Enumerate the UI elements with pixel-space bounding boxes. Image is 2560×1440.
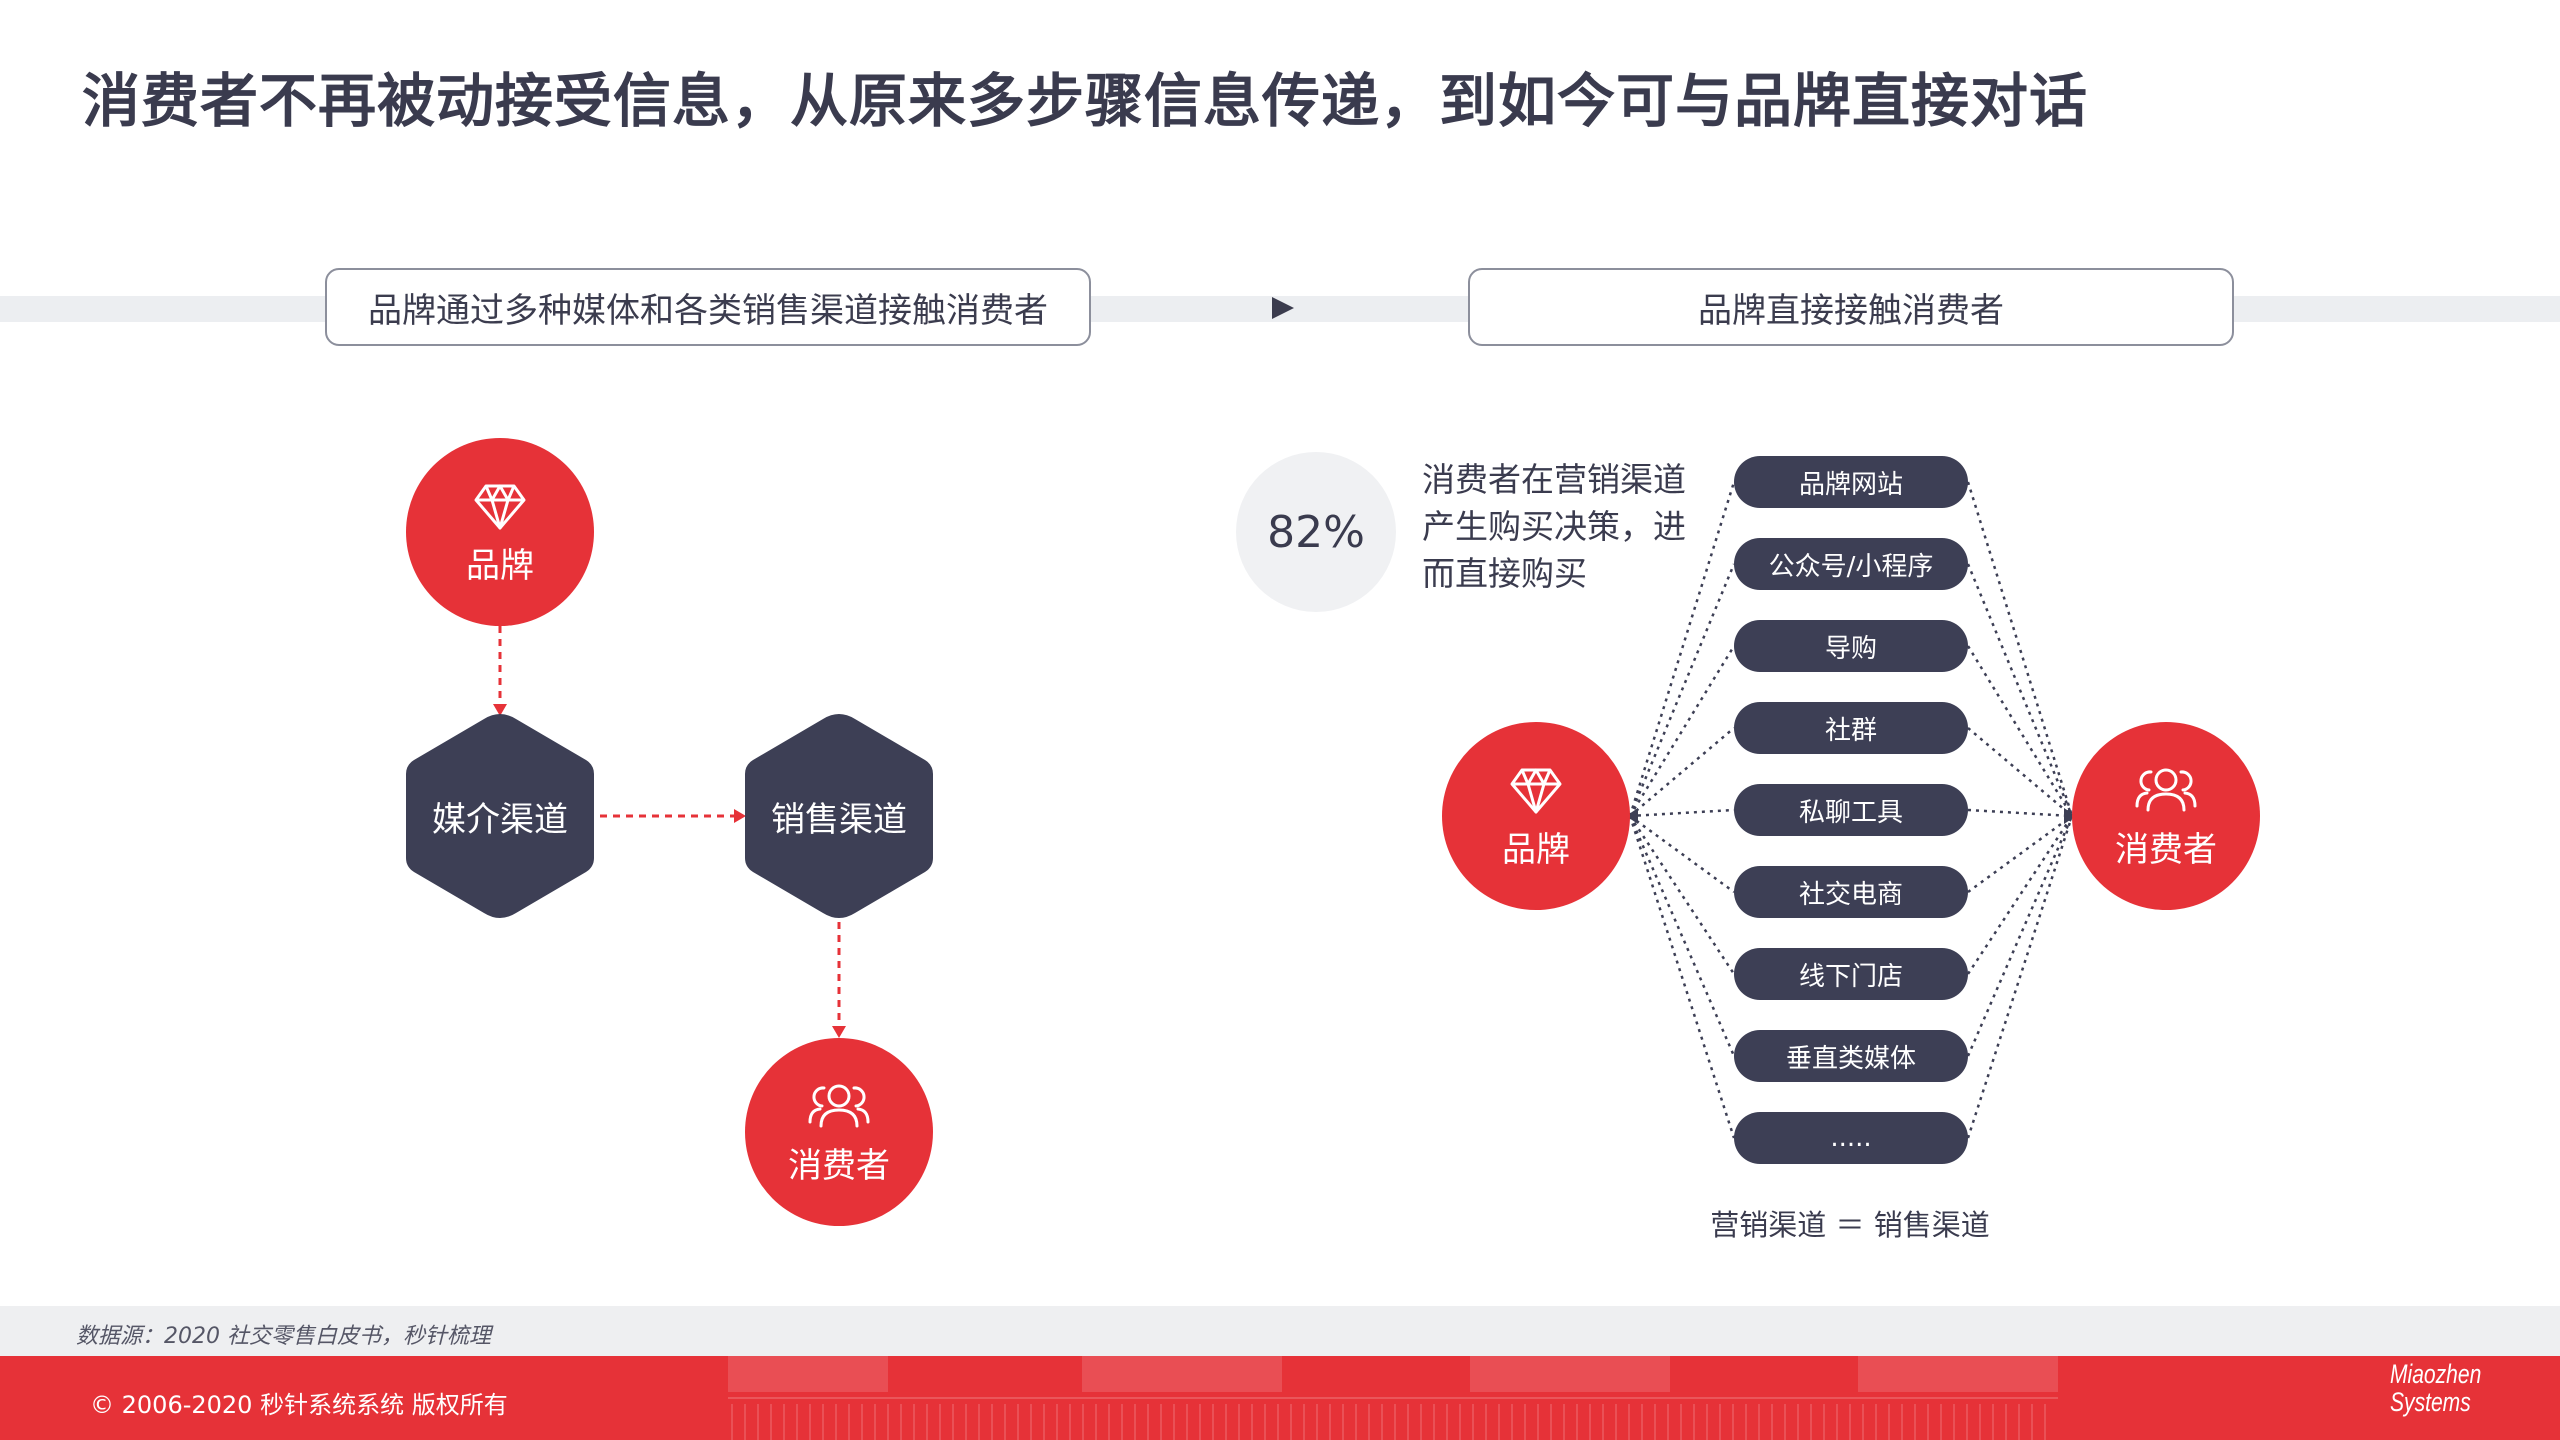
left-consumer-label: 消费者 bbox=[788, 1145, 890, 1186]
right-header-text: 品牌直接接触消费者 bbox=[1698, 290, 2004, 331]
left-header-text: 品牌通过多种媒体和各类销售渠道接触消费者 bbox=[368, 290, 1048, 331]
channel-pill: ..... bbox=[1734, 1112, 1968, 1164]
channel-pill: 导购 bbox=[1734, 620, 1968, 672]
channel-pill: 私聊工具 bbox=[1734, 784, 1968, 836]
hexagon-shape bbox=[406, 714, 594, 918]
footer-bar: © 2006-2020 秒针系统系统 版权所有 Miaozhen Systems bbox=[0, 1356, 2560, 1440]
arrow-right-icon bbox=[1272, 297, 1294, 319]
channel-label: 私聊工具 bbox=[1798, 797, 1903, 828]
right-consumer-label: 消费者 bbox=[2115, 829, 2217, 870]
footer-decoration bbox=[728, 1356, 2058, 1440]
logo-line-2: Systems bbox=[2390, 1387, 2471, 1417]
stat-value: 82% bbox=[1267, 506, 1365, 558]
right-brand-label: 品牌 bbox=[1502, 829, 1570, 870]
source-band bbox=[0, 1306, 2560, 1356]
left-consumer-circle: 消费者 bbox=[745, 1038, 933, 1226]
channel-pill: 垂直类媒体 bbox=[1734, 1030, 1968, 1082]
diamond-icon bbox=[1510, 768, 1562, 813]
diamond-icon bbox=[474, 484, 526, 529]
company-logo: Miaozhen Systems bbox=[2390, 1360, 2481, 1416]
channel-pill: 品牌网站 bbox=[1734, 456, 1968, 508]
copyright: © 2006-2020 秒针系统系统 版权所有 bbox=[90, 1391, 508, 1419]
channel-equation: 营销渠道 ＝ 销售渠道 bbox=[1710, 1208, 1990, 1242]
users-icon bbox=[808, 1084, 870, 1127]
left-header-pill: 品牌通过多种媒体和各类销售渠道接触消费者 bbox=[325, 268, 1091, 346]
stat-note: 消费者在营销渠道产生购买决策，进而直接购买 bbox=[1422, 460, 1686, 593]
data-source: 数据源：2020 社交零售白皮书，秒针梳理 bbox=[76, 1324, 491, 1349]
sales-channel-label: 销售渠道 bbox=[771, 799, 907, 840]
channel-label: 公众号/小程序 bbox=[1768, 551, 1934, 582]
stat-circle: 82% bbox=[1236, 452, 1396, 612]
users-icon bbox=[2135, 768, 2197, 811]
channel-label: ..... bbox=[1830, 1123, 1872, 1153]
channel-label: 品牌网站 bbox=[1798, 469, 1903, 500]
hexagon-shape bbox=[745, 714, 933, 918]
channel-label: 导购 bbox=[1824, 633, 1877, 664]
channel-pill: 线下门店 bbox=[1734, 948, 1968, 1000]
right-consumer-circle: 消费者 bbox=[2072, 722, 2260, 910]
channel-pill: 社群 bbox=[1734, 702, 1968, 754]
media-channel-label: 媒介渠道 bbox=[432, 799, 568, 840]
logo-line-1: Miaozhen bbox=[2390, 1359, 2482, 1389]
channel-label: 社交电商 bbox=[1798, 879, 1903, 910]
channel-pill: 公众号/小程序 bbox=[1734, 538, 1968, 590]
sales-channel-hexagon: 销售渠道 bbox=[743, 710, 935, 922]
channel-label: 垂直类媒体 bbox=[1785, 1043, 1916, 1074]
left-brand-circle: 品牌 bbox=[406, 438, 594, 626]
right-header-pill: 品牌直接接触消费者 bbox=[1468, 268, 2234, 346]
page-title: 消费者不再被动接受信息，从原来多步骤信息传递，到如今可与品牌直接对话 bbox=[82, 67, 2089, 135]
media-channel-hexagon: 媒介渠道 bbox=[404, 710, 596, 922]
channel-label: 线下门店 bbox=[1798, 961, 1903, 992]
right-brand-circle: 品牌 bbox=[1442, 722, 1630, 910]
channel-label: 社群 bbox=[1824, 715, 1877, 746]
channel-pill: 社交电商 bbox=[1734, 866, 1968, 918]
left-brand-label: 品牌 bbox=[466, 545, 534, 586]
